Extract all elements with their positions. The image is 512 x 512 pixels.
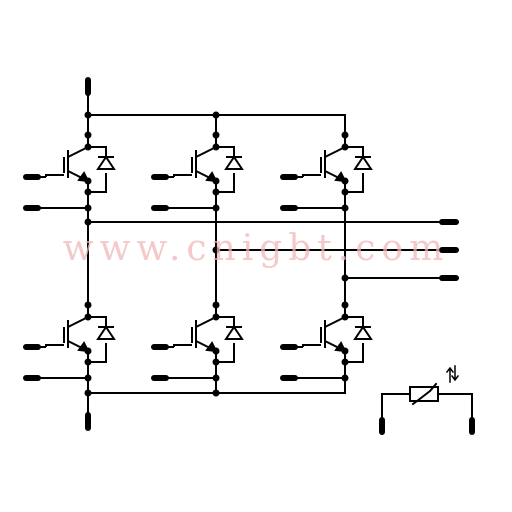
junction-dot (341, 301, 349, 309)
junction-dot (212, 347, 220, 355)
junction-dot (212, 313, 220, 321)
junction-dot (84, 131, 92, 139)
junction-dot (212, 131, 220, 139)
ntc-thermistor (379, 365, 475, 435)
junction-dot (84, 218, 92, 226)
junction-dot (84, 313, 92, 321)
igbt-low-1 (23, 301, 116, 382)
junction-dot (212, 246, 220, 254)
junction-dot (84, 301, 92, 309)
junction-dot (84, 347, 92, 355)
junction-dot (84, 111, 92, 119)
junction-dot (341, 313, 349, 321)
junction-dot (212, 143, 220, 151)
junction-dot (341, 177, 349, 185)
junction-dot (84, 358, 92, 366)
junction-dot (84, 143, 92, 151)
junction-dot (341, 131, 349, 139)
dc-minus-bus (87, 379, 346, 416)
junction-dot (341, 358, 349, 366)
junction-dot (212, 358, 220, 366)
junction-dot (84, 374, 92, 382)
junction-dot (84, 188, 92, 196)
igbt-low-3 (280, 301, 373, 382)
junction-dot (212, 177, 220, 185)
junction-dot (84, 204, 92, 212)
igbt-high-2 (151, 131, 244, 212)
junction-dot (212, 301, 220, 309)
igbt-high-3 (280, 131, 373, 212)
igbt-high-1 (23, 131, 116, 212)
junction-dot (341, 143, 349, 151)
junction-dot (341, 347, 349, 355)
igbt-low-2 (151, 301, 244, 382)
junction-dot (212, 389, 220, 397)
junction-dot (84, 389, 92, 397)
junction-dot (341, 204, 349, 212)
junction-dot (341, 374, 349, 382)
junction-dot (212, 204, 220, 212)
junction-dot (212, 188, 220, 196)
junction-dot (84, 177, 92, 185)
junction-dot (212, 111, 220, 119)
junction-dot (341, 188, 349, 196)
junction-dot (341, 274, 349, 282)
junction-dot (212, 374, 220, 382)
igbt-modules (23, 131, 373, 382)
